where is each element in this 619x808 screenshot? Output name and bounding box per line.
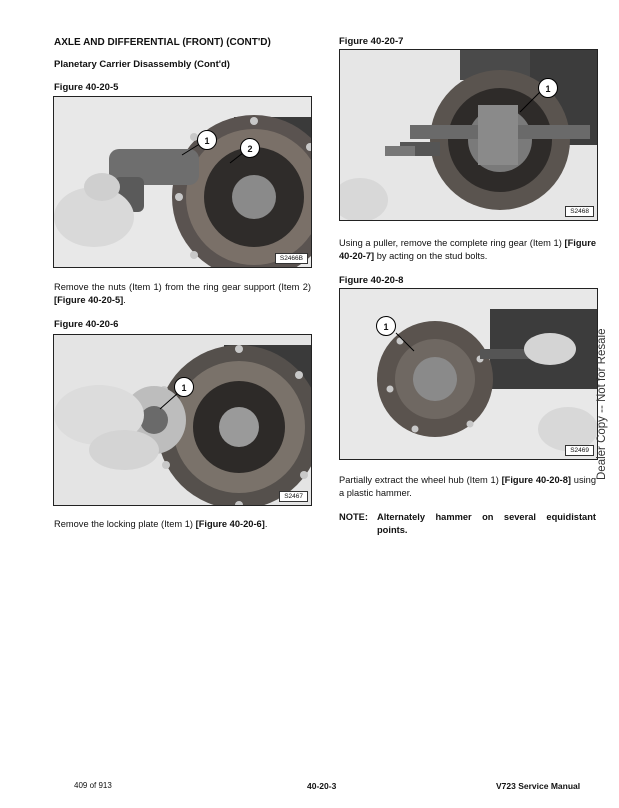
figure-label-7: Figure 40-20-7 <box>339 36 404 47</box>
note: NOTE: Alternately hammer on several equi… <box>339 511 596 536</box>
figure-8-callouts <box>395 332 415 352</box>
figure-40-20-7-image: 1 S2468 <box>339 49 598 221</box>
page-count: 409 of 913 <box>74 781 112 790</box>
figure-40-20-8-image: 1 S2469 <box>339 288 598 460</box>
figure-40-20-6-image: 1 S2467 <box>53 334 312 506</box>
note-text: Alternately hammer on several equidistan… <box>377 512 596 535</box>
figure-40-20-5-image: 1 2 S2466B <box>53 96 312 268</box>
dealer-copy-watermark: Dealer Copy -- Not for Resale <box>596 328 608 480</box>
figure-label-5: Figure 40-20-5 <box>54 82 119 93</box>
manual-title: V723 Service Manual <box>496 781 581 791</box>
figure-6-callouts <box>159 392 179 410</box>
paragraph-extract-hub: Partially extract the wheel hub (Item 1)… <box>339 475 597 498</box>
page-number: 40-20-3 <box>307 781 337 791</box>
callout-2: 2 <box>240 138 260 158</box>
callout-1: 1 <box>538 78 558 98</box>
figure-5-callouts <box>181 139 249 164</box>
figure-label-6: Figure 40-20-6 <box>54 319 119 330</box>
callout-1: 1 <box>197 130 217 150</box>
section-title: AXLE AND DIFFERENTIAL (FRONT) (CONT'D) <box>54 37 271 48</box>
figure-label-8: Figure 40-20-8 <box>339 275 404 286</box>
callout-1: 1 <box>376 316 396 336</box>
paragraph-remove-locking-plate: Remove the locking plate (Item 1) [Figur… <box>54 519 268 529</box>
figure-code: S2467 <box>279 491 308 502</box>
subsection-title: Planetary Carrier Disassembly (Cont'd) <box>54 59 230 70</box>
figure-7-callouts <box>519 91 541 113</box>
figure-code: S2468 <box>565 206 594 217</box>
figure-code: S2469 <box>565 445 594 456</box>
callout-1: 1 <box>174 377 194 397</box>
paragraph-remove-nuts: Remove the nuts (Item 1) from the ring g… <box>54 282 311 305</box>
note-label: NOTE: <box>339 512 368 522</box>
paragraph-puller: Using a puller, remove the complete ring… <box>339 238 596 261</box>
figure-code: S2466B <box>274 253 308 264</box>
